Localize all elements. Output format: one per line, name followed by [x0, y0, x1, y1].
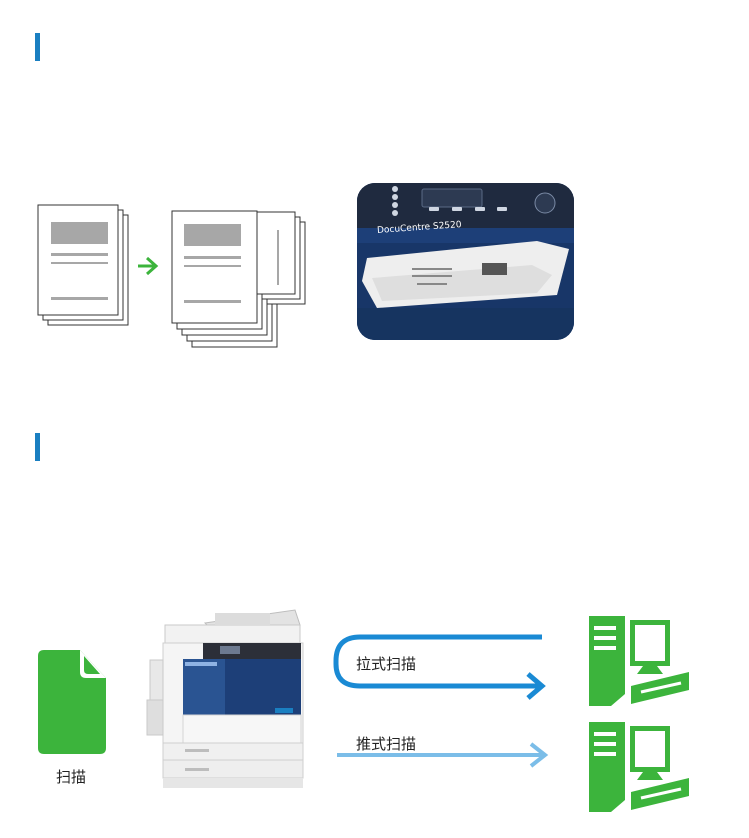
pull-scan-label: 拉式扫描 — [356, 655, 417, 673]
document-label: 扫描 — [56, 768, 87, 786]
original-document-stack — [37, 204, 129, 326]
copy-diagram — [37, 204, 306, 348]
section-1-accent-bar — [35, 33, 40, 61]
copier-output-photo: DocuCentre S2520 — [357, 183, 574, 340]
copier-panel-illustration — [357, 183, 574, 340]
document-icon — [38, 650, 106, 754]
pull-scan-arrow — [333, 634, 546, 700]
computer-icon — [589, 616, 689, 706]
copy-arrow-icon — [138, 256, 159, 276]
push-scan-label: 推式扫描 — [356, 735, 417, 753]
section-2-accent-bar — [35, 433, 40, 461]
copier-icon — [146, 609, 304, 788]
copied-document-stacks — [171, 210, 306, 348]
computer-icon — [589, 722, 689, 812]
push-scan-arrow — [337, 742, 549, 768]
